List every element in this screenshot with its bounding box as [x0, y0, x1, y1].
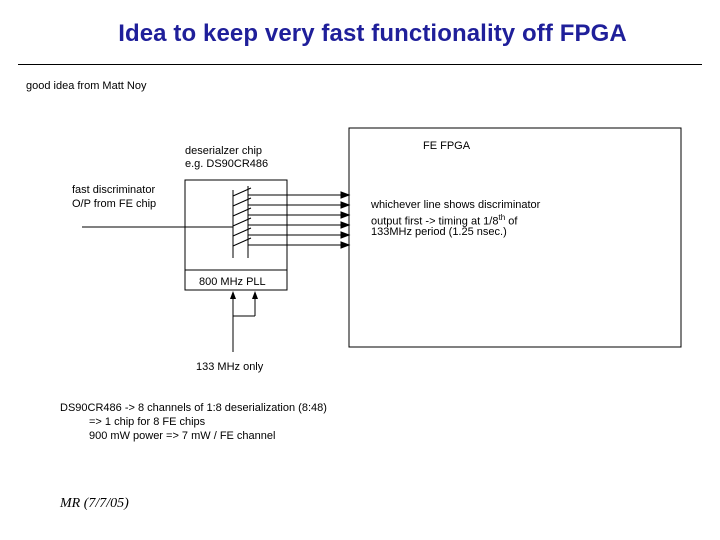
deserializer-label-2: e.g. DS90CR486	[185, 158, 269, 170]
slide-title: Idea to keep very fast functionality off…	[118, 20, 627, 47]
clock-arrowhead	[230, 291, 236, 299]
notes-line-2: => 1 chip for 8 FE chips	[89, 416, 206, 428]
signature: MR (7/7/05)	[60, 496, 129, 511]
clock-branch-arrowhead	[252, 291, 258, 299]
clock-label: 133 MHz only	[196, 361, 264, 373]
latch-switches	[232, 186, 252, 258]
fpga-label: FE FPGA	[423, 140, 471, 152]
pll-box	[184, 269, 288, 291]
whichever-line-1: whichever line shows discriminator	[371, 199, 541, 211]
notes-line-1: DS90CR486 -> 8 channels of 1:8 deseriali…	[60, 402, 327, 414]
fpga-box	[348, 127, 682, 348]
discriminator-label-2: O/P from FE chip	[72, 198, 157, 210]
discriminator-label-1: fast discriminator	[72, 184, 156, 196]
whichever-line-3: 133MHz period (1.25 nsec.)	[371, 226, 507, 238]
pll-label: 800 MHz PLL	[199, 276, 266, 288]
title-divider	[18, 64, 702, 65]
deserializer-label-1: deserialzer chip	[185, 145, 263, 157]
whichever-line-2: output first -> timing at 1/8th of	[371, 213, 518, 228]
notes-line-3: 900 mW power => 7 mW / FE channel	[89, 430, 276, 442]
intro-text: good idea from Matt Noy	[26, 80, 147, 92]
output-arrows	[248, 191, 351, 249]
